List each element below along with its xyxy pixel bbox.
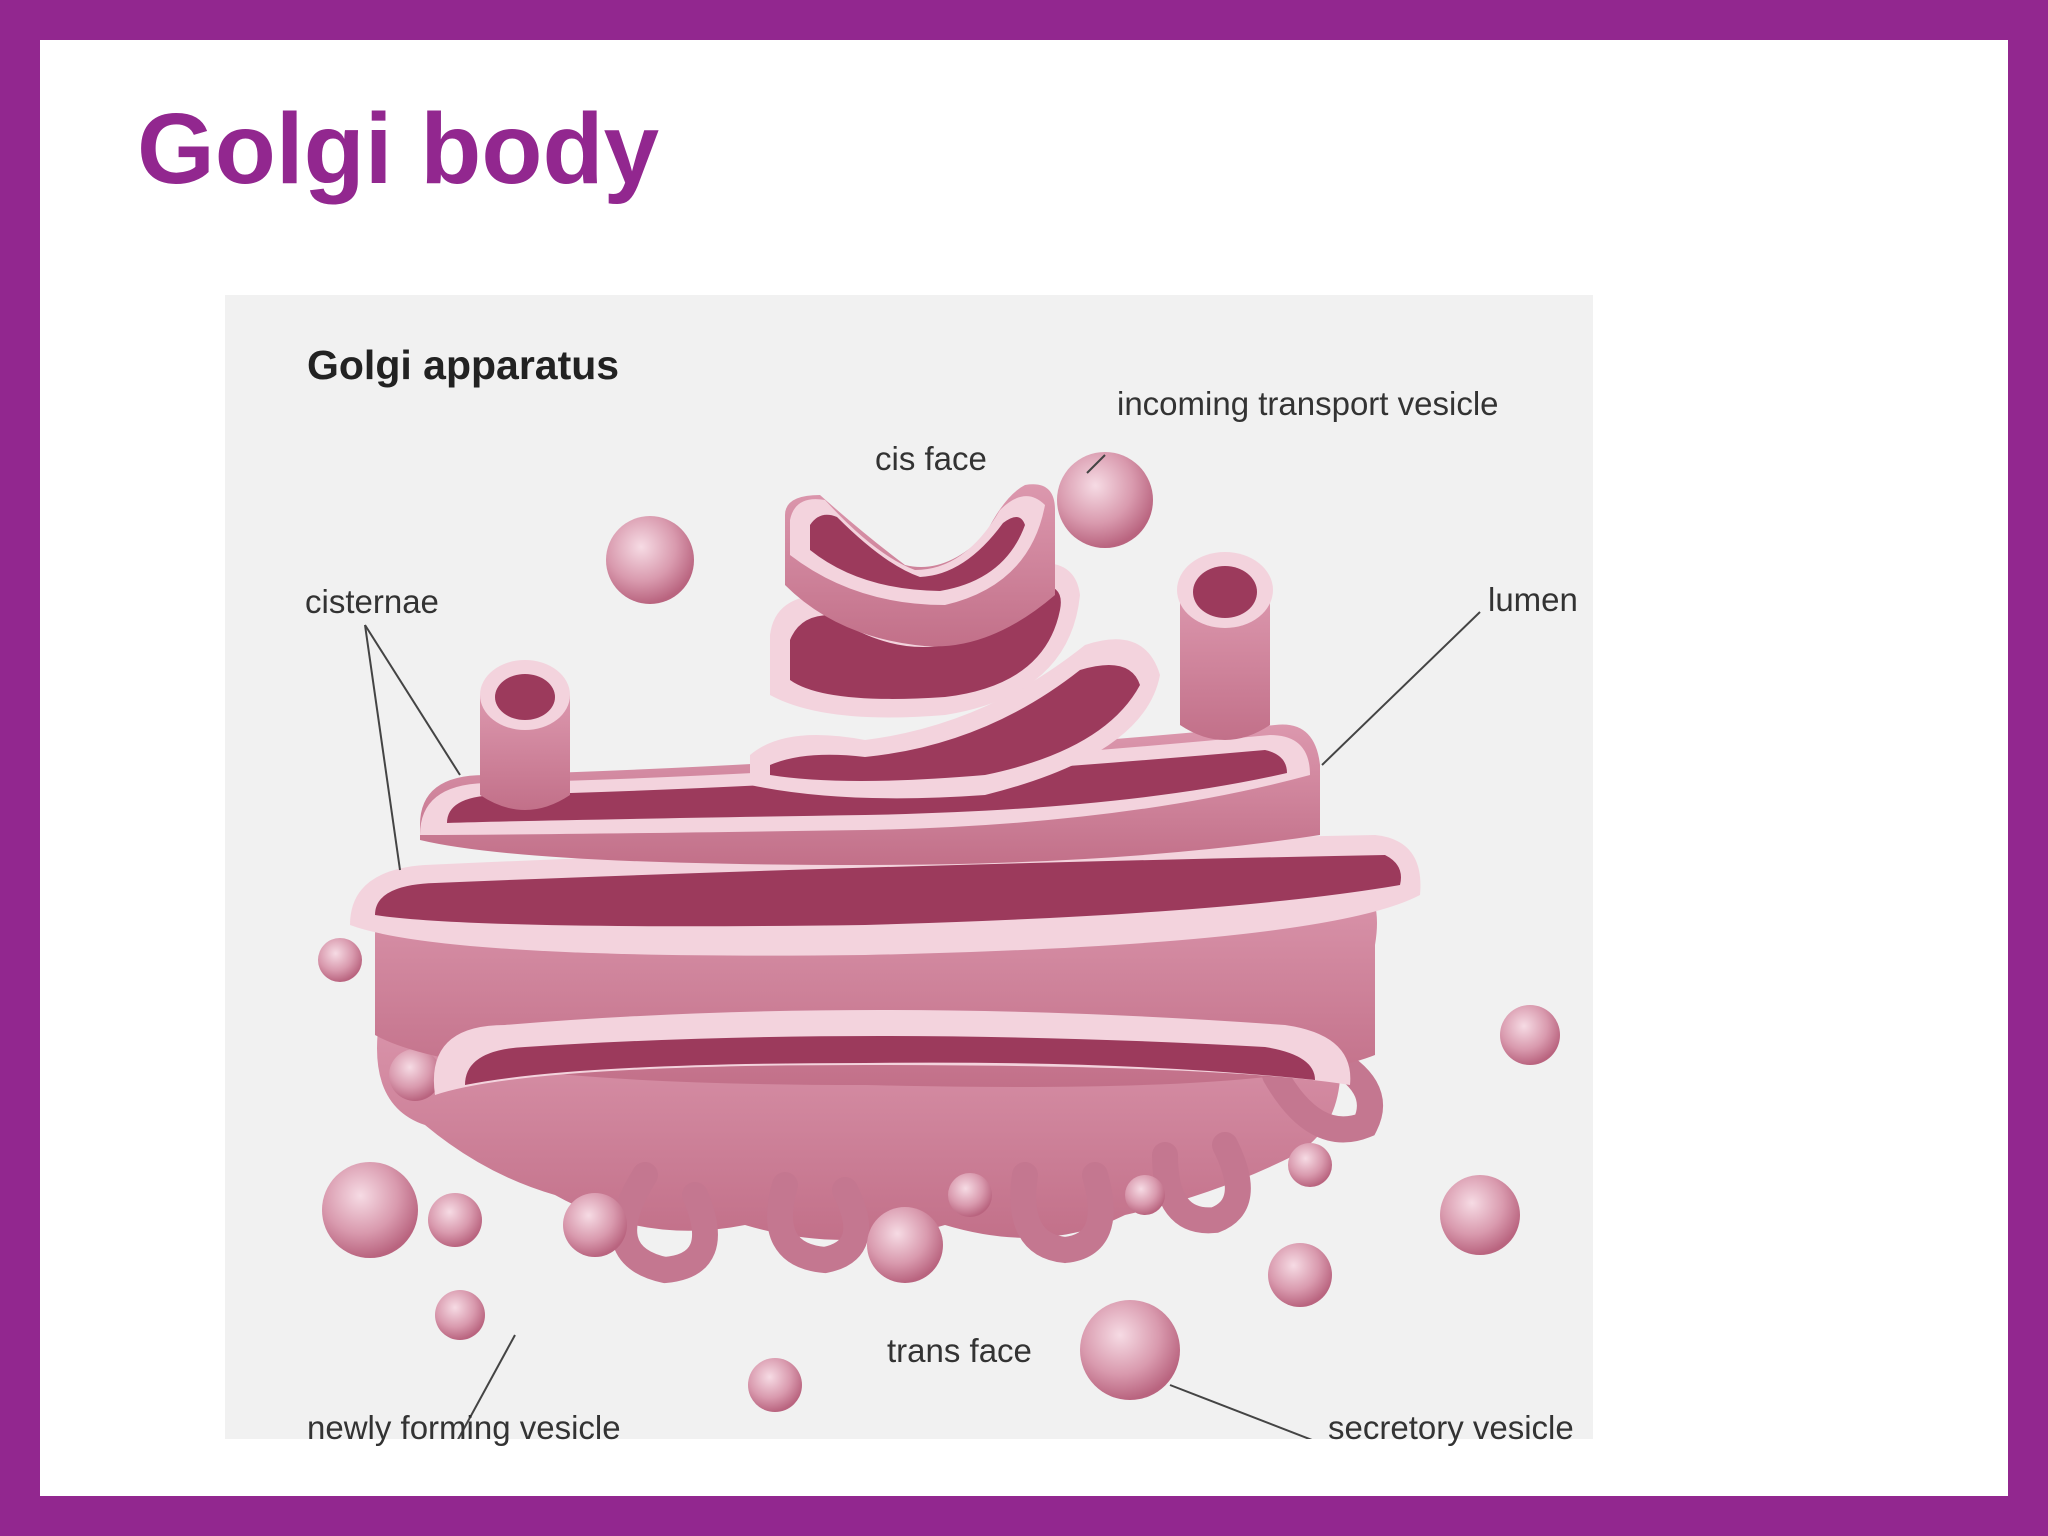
secretory-vesicle-label: secretory vesicle [1328,1409,1574,1446]
cisternae-leader [364,624,401,871]
bud-vesicle [1125,1175,1165,1215]
secretory-vesicle [1080,1300,1180,1400]
lumen-leader [1321,611,1481,766]
cisternae-label: cisternae [305,583,439,620]
tubule-left [480,660,570,810]
cis-face-label: cis face [875,440,987,477]
trans-face-label: trans face [887,1332,1032,1369]
bud-vesicle [389,1049,441,1101]
free-vesicle [1440,1175,1520,1255]
cisternae-leader [364,624,461,776]
tubule-right [1177,552,1273,740]
bud-vesicle [563,1193,627,1257]
free-vesicle [748,1358,802,1412]
free-vesicle [435,1290,485,1340]
slide: Golgi body [40,40,2008,1496]
slide-title: Golgi body [137,93,660,205]
newly-forming-leader [457,1334,516,1439]
diagram-title: Golgi apparatus [307,342,620,388]
incoming-transport-vesicle [1057,452,1153,548]
newly-forming-vesicle-label: newly forming vesicle [307,1409,621,1446]
bud-vesicle [867,1207,943,1283]
free-vesicle [318,938,362,982]
golgi-illustration [318,452,1560,1439]
bud-vesicle [1288,1143,1332,1187]
bud-vesicle [428,1193,482,1247]
incoming-transport-vesicle-label: incoming transport vesicle [1117,385,1499,422]
lumen-label: lumen [1488,581,1578,618]
golgi-diagram: Golgi apparatus cis face incoming transp… [225,295,1593,1444]
cisterna-3 [350,835,1421,956]
incoming-vesicle-leader [1086,454,1106,474]
cis-cisterna [785,484,1055,647]
free-vesicle [1500,1005,1560,1065]
free-vesicle [1268,1243,1332,1307]
secretory-leader [1169,1384,1313,1439]
free-vesicle [322,1162,418,1258]
bud-vesicle [948,1173,992,1217]
free-vesicle [606,516,694,604]
